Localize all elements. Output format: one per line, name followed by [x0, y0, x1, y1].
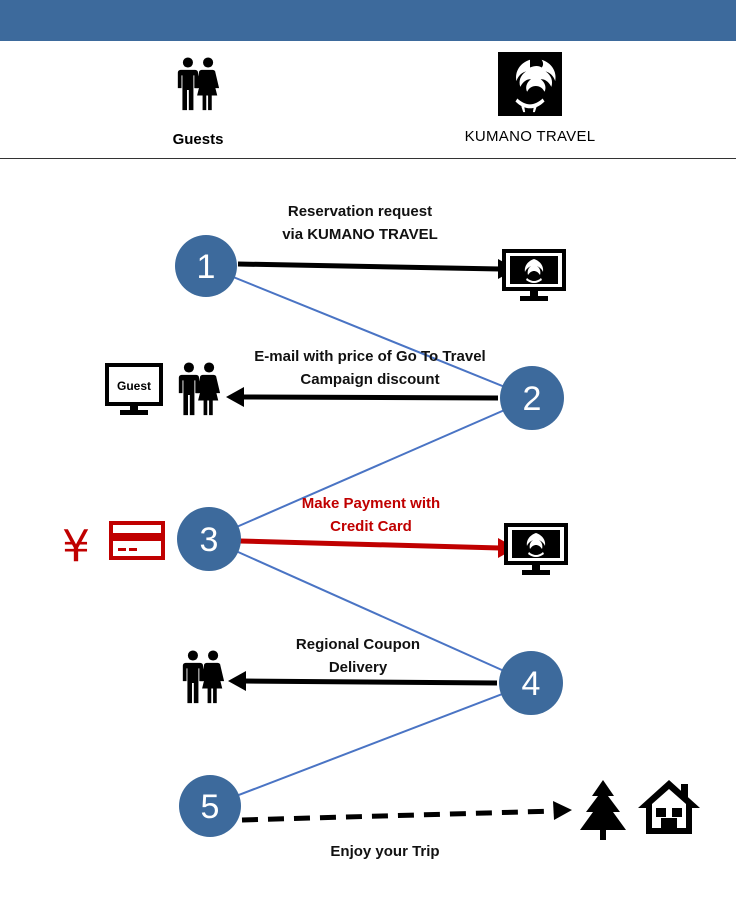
arrow-head-step-5	[553, 801, 572, 820]
arrow-step-5-dashed	[241, 808, 557, 823]
step-circle-5	[179, 775, 241, 837]
step-number-3: 3	[200, 521, 219, 559]
guest-monitor-icon: Guest	[105, 363, 163, 415]
step-3-label: Make Payment with Credit Card	[251, 492, 491, 538]
connector-1-2	[205, 265, 533, 399]
step-4-label-line2: Delivery	[328, 659, 388, 676]
arrow-head-step-4	[228, 671, 246, 691]
step-number-4: 4	[522, 665, 541, 703]
guests-couple-icon	[177, 57, 220, 111]
step-number-1: 1	[197, 248, 216, 286]
step-2-label: E-mail with price of Go To Travel Campai…	[228, 345, 512, 391]
credit-card-icon	[109, 521, 165, 560]
kumano-monitor-icon-1	[502, 249, 566, 303]
step-2-label-line2: Campaign discount	[300, 371, 440, 388]
step-4-label-line1: Regional Coupon	[295, 636, 421, 653]
step-3-label-line1: Make Payment with	[301, 495, 441, 512]
step-circle-2	[500, 366, 564, 430]
arrow-step-4	[243, 678, 498, 686]
step-4-label: Regional Coupon Delivery	[253, 633, 463, 679]
step-5-label-line1: Enjoy your Trip	[330, 843, 440, 860]
step-1-label-line1: Reservation request	[287, 203, 433, 220]
guests-header-label: Guests	[172, 131, 224, 148]
step-3-label-line2: Credit Card	[330, 518, 412, 535]
arrow-step-3	[239, 538, 501, 551]
arrow-head-step-2	[226, 387, 244, 407]
arrow-step-2	[241, 394, 499, 401]
step-2-label-line1: E-mail with price of Go To Travel	[254, 348, 486, 365]
step-circle-4	[499, 651, 563, 715]
kumano-travel-crane-logo	[498, 52, 562, 116]
step-circles	[175, 235, 564, 837]
step-circle-3	[177, 507, 241, 571]
guests-icon-step-4	[182, 650, 225, 704]
header-divider	[0, 158, 736, 159]
step-number-5: 5	[201, 788, 220, 826]
step-1-label: Reservation request via KUMANO TRAVEL	[240, 200, 480, 246]
step-5-label: Enjoy your Trip	[300, 840, 470, 863]
step-1-label-line2: via KUMANO TRAVEL	[282, 226, 438, 243]
step-number-2: 2	[523, 380, 542, 418]
guests-icon-step-2	[178, 362, 221, 416]
yen-icon: ¥	[62, 521, 90, 572]
house-icon	[638, 780, 700, 834]
connector-lines	[205, 265, 533, 807]
tree-icon	[580, 780, 626, 840]
kumano-monitor-icon-2	[504, 523, 568, 577]
connector-3-4	[208, 538, 532, 684]
header-bar	[0, 0, 736, 41]
connector-2-3	[208, 397, 533, 540]
step-circle-1	[175, 235, 237, 297]
arrow-step-1	[237, 261, 501, 272]
guest-monitor-label: Guest	[117, 379, 151, 393]
kumano-travel-header-label: KUMANO TRAVEL	[464, 128, 596, 145]
connector-4-5	[209, 682, 532, 807]
